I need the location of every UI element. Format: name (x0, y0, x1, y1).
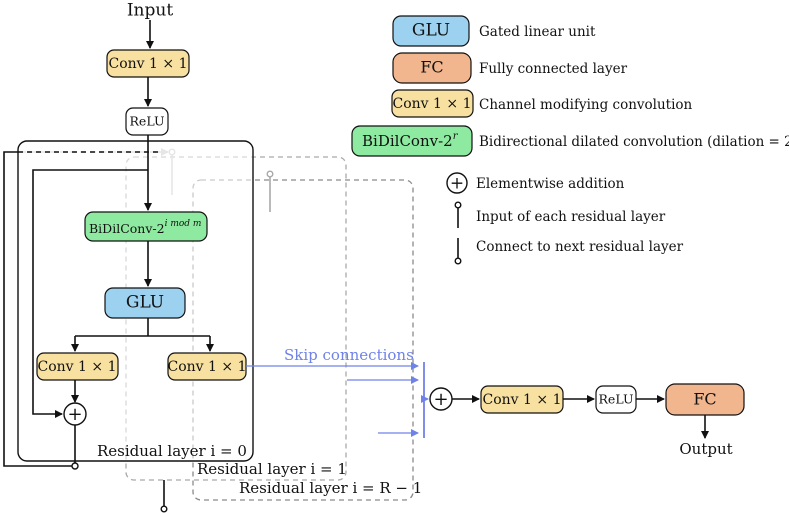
residual-skip-wire (32, 169, 148, 418)
legend-glu-box (392, 15, 470, 47)
output-relu-label: ReLU (599, 392, 634, 407)
layer-output-node (71, 462, 79, 470)
residual-layer-0-label: Residual layer i = 0 (97, 442, 247, 460)
legend-bidil-box (351, 125, 473, 157)
output-label: Output (679, 440, 732, 458)
legend-fc-box (392, 52, 472, 84)
next-layer-connector (160, 505, 168, 513)
legend-conv-box (391, 89, 474, 118)
legend-connect-text: Connect to next residual layer (476, 239, 684, 255)
legend-connect-icon (454, 238, 462, 265)
conv-right-label: Conv 1 × 1 (168, 359, 247, 375)
legend-input-icon (454, 201, 462, 228)
ghost-input-node-2 (266, 170, 274, 178)
glu-box (104, 287, 186, 319)
residual-add-symbol: + (67, 404, 82, 425)
residual-layer-1-label: Residual layer i = 1 (197, 460, 347, 478)
input-label: Input (127, 1, 173, 21)
bidil-box (84, 211, 208, 242)
legend-bidil-box-label: BiDilConv-2r (362, 131, 459, 150)
legend-bidil-text: Bidirectional dilated convolution (dilat… (479, 133, 789, 150)
legend-conv-text: Channel modifying convolution (479, 97, 693, 113)
bidil-label: BiDilConv-2i mod m (89, 219, 201, 236)
glu-label: GLU (126, 293, 164, 313)
legend-plus-icon (446, 172, 468, 194)
output-conv-label: Conv 1 × 1 (483, 392, 562, 408)
legend-fc-box-label: FC (420, 58, 443, 77)
relu-in-label: ReLU (130, 114, 165, 129)
conv-in-label: Conv 1 × 1 (109, 56, 188, 72)
feedback-loop-wire (3, 151, 73, 467)
legend: GLU Gated linear unit FC Fully connected… (351, 15, 789, 265)
skip-connections-label: Skip connections (284, 346, 414, 364)
residual-layer-R-1-label: Residual layer i = R − 1 (239, 479, 422, 497)
conv-left-box (36, 352, 119, 381)
conv-left-label: Conv 1 × 1 (38, 359, 117, 375)
legend-plus-text: Elementwise addition (476, 176, 625, 192)
relu-in-box (125, 107, 169, 136)
legend-glu-text: Gated linear unit (479, 24, 596, 40)
fc-label: FC (693, 390, 716, 409)
legend-fc-text: Fully connected layer (479, 61, 628, 77)
legend-conv-box-label: Conv 1 × 1 (393, 96, 472, 112)
legend-input-text: Input of each residual layer (476, 209, 666, 225)
legend-glu-box-label: GLU (412, 21, 450, 41)
legend-plus-symbol: + (450, 174, 464, 194)
output-add-symbol: + (433, 389, 448, 410)
